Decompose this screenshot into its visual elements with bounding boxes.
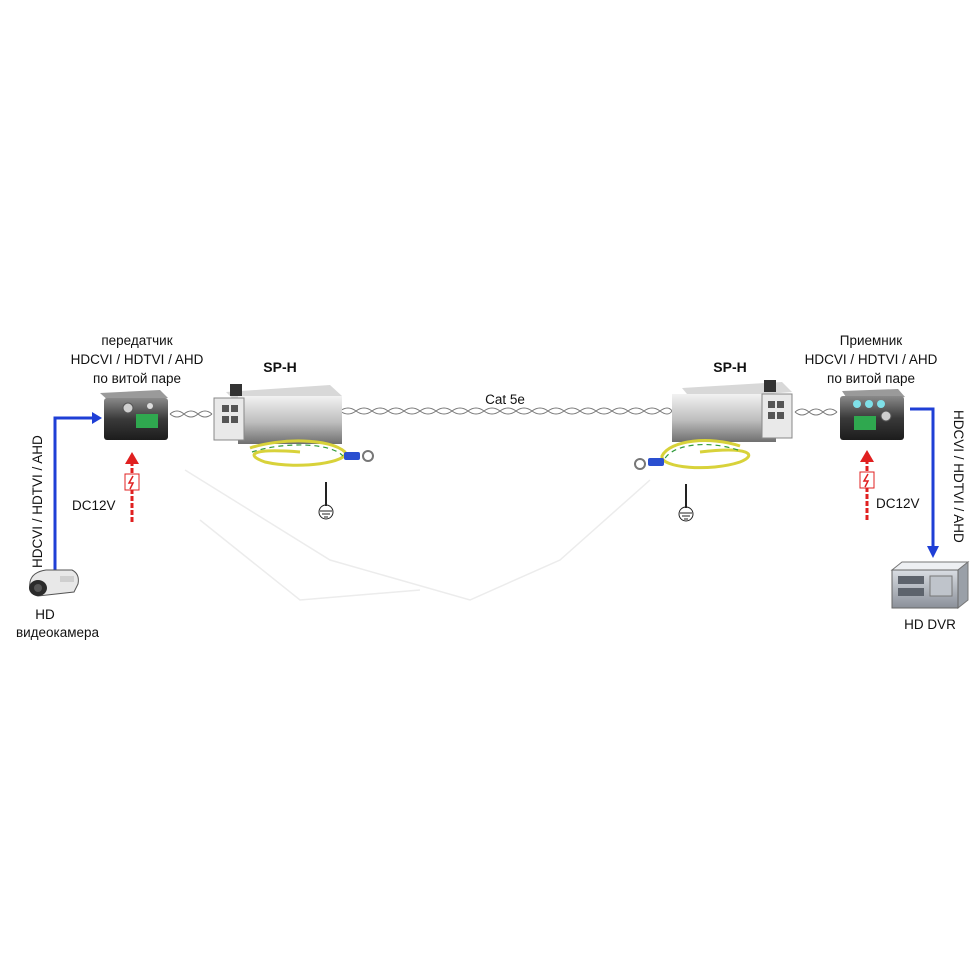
ground-wire <box>249 439 347 467</box>
transmitter-label-line2: HDCVI / HDTVI / AHD <box>70 352 204 367</box>
background-sketch <box>184 469 651 601</box>
power-right-label: DC12V <box>876 496 920 511</box>
receiver-label-line1: Приемник <box>839 333 903 348</box>
hd-dvr-icon <box>890 560 970 610</box>
ground-symbol-icon <box>678 506 694 522</box>
surge-protector-right <box>634 380 793 522</box>
terminal-block-icon <box>854 416 876 430</box>
power-arrow-right <box>859 450 875 520</box>
lug-connector-icon <box>648 458 664 466</box>
lightning-icon <box>124 473 140 491</box>
receiver-label-line3: по витой паре <box>827 371 915 386</box>
camera-label-line2: видеокамера <box>15 625 100 640</box>
power-arrow-left <box>124 452 140 522</box>
bnc-connector-icon <box>122 402 134 414</box>
lightning-icon <box>859 471 875 489</box>
ground-symbol-icon <box>318 504 334 520</box>
signal-left-label: HDCVI / HDTVI / AHD <box>30 435 45 568</box>
camera-label-line1: HD <box>35 607 55 622</box>
dvr-label: HD DVR <box>904 617 956 632</box>
twisted-pair-cable <box>169 407 838 418</box>
surge-protector-left <box>213 384 374 520</box>
protector-right-label: SP-H <box>713 359 747 375</box>
signal-arrow-left <box>53 412 102 572</box>
terminal-block-icon <box>136 414 158 428</box>
transmitter-device <box>100 390 168 440</box>
cable-label: Cat 5e <box>485 392 525 407</box>
signal-arrow-right <box>910 407 939 558</box>
ground-wire <box>660 439 751 470</box>
hd-camera-icon <box>29 569 79 597</box>
lug-connector-icon <box>344 452 360 460</box>
power-left-label: DC12V <box>72 498 116 513</box>
receiver-label-line2: HDCVI / HDTVI / AHD <box>804 352 938 367</box>
receiver-device <box>840 389 905 440</box>
led-icon <box>853 400 861 408</box>
signal-right-label: HDCVI / HDTVI / AHD <box>951 410 966 543</box>
transmitter-label-line3: по витой паре <box>93 371 181 386</box>
transmitter-label-line1: передатчик <box>101 333 173 348</box>
protector-left-label: SP-H <box>263 359 297 375</box>
bnc-connector-icon <box>880 410 892 422</box>
